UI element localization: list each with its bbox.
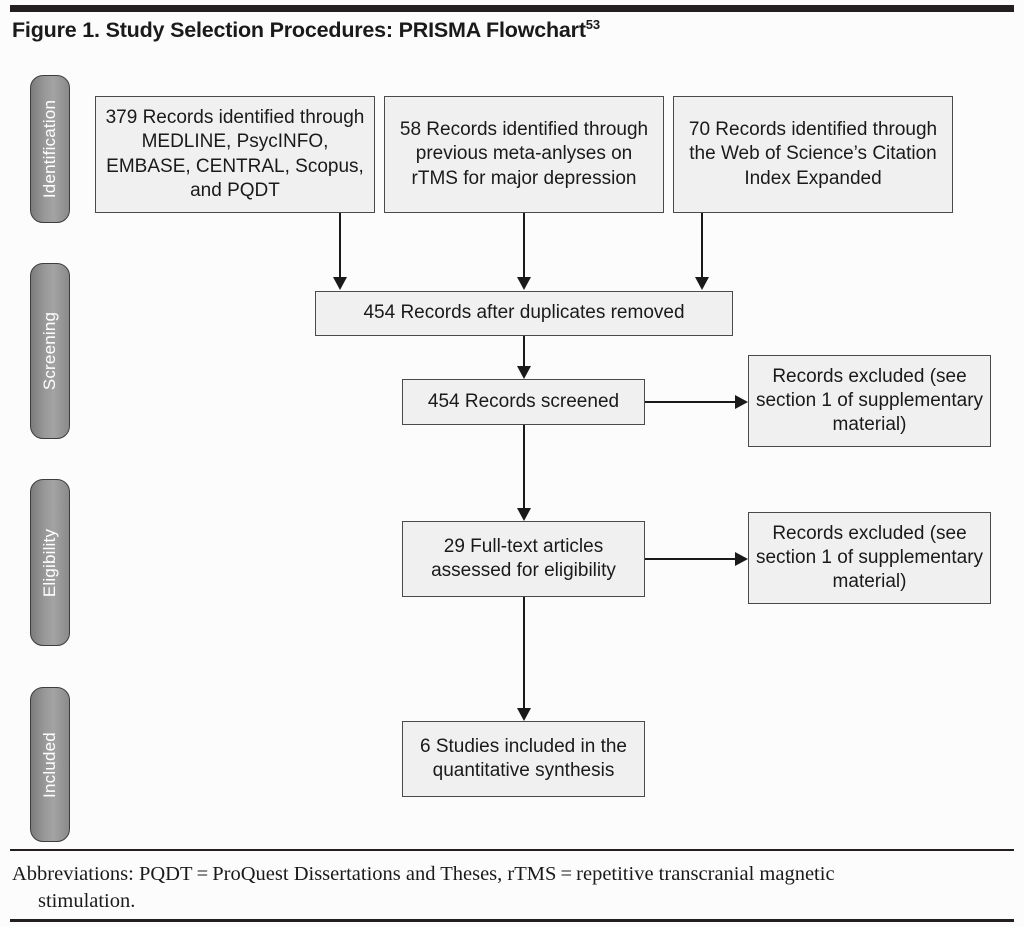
arrow-src2-to-dedup (517, 277, 531, 290)
box-studies-included-quantitative-synthesis: 6 Studies included in the quantitative s… (402, 721, 645, 797)
box-records-identified-web-of-science-text: 70 Records identified through the Web of… (688, 119, 938, 189)
abbreviations-note: Abbreviations: PQDT = ProQuest Dissertat… (12, 861, 1012, 915)
arrow-screened-to-fulltext (517, 508, 531, 521)
box-records-identified-databases-text: 379 Records identified through MEDLINE, … (105, 106, 365, 201)
arrow-src1-to-dedup (333, 277, 347, 290)
figure-title: Figure 1. Study Selection Procedures: PR… (12, 17, 600, 43)
arrow-fulltext-to-excluded (735, 552, 748, 566)
connector-src1-to-dedup (339, 213, 341, 278)
box-studies-included-quantitative-synthesis-text: 6 Studies included in the quantitative s… (419, 735, 628, 781)
stage-pill-eligibility: Eligibility (30, 479, 70, 646)
stage-pill-identification: Identification (30, 75, 70, 223)
arrow-src3-to-dedup (695, 277, 709, 290)
stage-label-screening: Screening (40, 311, 60, 391)
figure-title-text: Figure 1. Study Selection Procedures: PR… (12, 18, 586, 43)
abbreviations-note-line1: Abbreviations: PQDT = ProQuest Dissertat… (12, 863, 835, 885)
connector-screened-to-excluded (645, 401, 737, 403)
box-records-excluded-screening-text: Records excluded (see section 1 of suppl… (755, 365, 984, 436)
box-full-text-articles-assessed-text: 29 Full-text articles assessed for eligi… (431, 535, 616, 581)
box-full-text-articles-assessed: 29 Full-text articles assessed for eligi… (402, 521, 645, 597)
connector-fulltext-to-included (523, 597, 525, 710)
box-records-excluded-eligibility-text: Records excluded (see section 1 of suppl… (755, 522, 984, 593)
stage-label-eligibility: Eligibility (40, 528, 59, 597)
box-records-identified-web-of-science: 70 Records identified through the Web of… (673, 96, 953, 213)
stage-pill-included: Included (30, 687, 70, 842)
stage-label-included: Included (40, 731, 59, 798)
box-records-screened-text: 454 Records screened (427, 390, 620, 412)
connector-src3-to-dedup (701, 213, 703, 278)
connector-src2-to-dedup (523, 213, 525, 278)
box-records-identified-previous-meta-analyses-text: 58 Records identified through previous m… (399, 119, 649, 189)
figure-title-superscript: 53 (585, 17, 600, 32)
box-records-excluded-screening: Records excluded (see section 1 of suppl… (748, 355, 991, 447)
connector-fulltext-to-excluded (645, 558, 737, 560)
arrow-dedup-to-screened (517, 366, 531, 379)
box-records-identified-databases: 379 Records identified through MEDLINE, … (95, 96, 375, 213)
arrow-fulltext-to-included (517, 708, 531, 721)
connector-screened-to-fulltext (523, 425, 525, 510)
box-records-after-duplicates-removed-text: 454 Records after duplicates removed (363, 302, 685, 324)
stage-pill-screening: Screening (30, 263, 70, 439)
stage-label-identification: Identification (40, 99, 60, 199)
box-records-excluded-eligibility: Records excluded (see section 1 of suppl… (748, 512, 991, 604)
arrow-screened-to-excluded (735, 395, 748, 409)
box-records-after-duplicates-removed: 454 Records after duplicates removed (315, 291, 733, 336)
top-rule (10, 5, 1014, 12)
abbreviations-note-line2: stimulation. (38, 890, 136, 913)
footnote-top-rule (10, 849, 1014, 851)
box-records-screened: 454 Records screened (402, 379, 645, 425)
bottom-rule (10, 919, 1014, 922)
box-records-identified-previous-meta-analyses: 58 Records identified through previous m… (384, 96, 664, 213)
connector-dedup-to-screened (523, 336, 525, 368)
